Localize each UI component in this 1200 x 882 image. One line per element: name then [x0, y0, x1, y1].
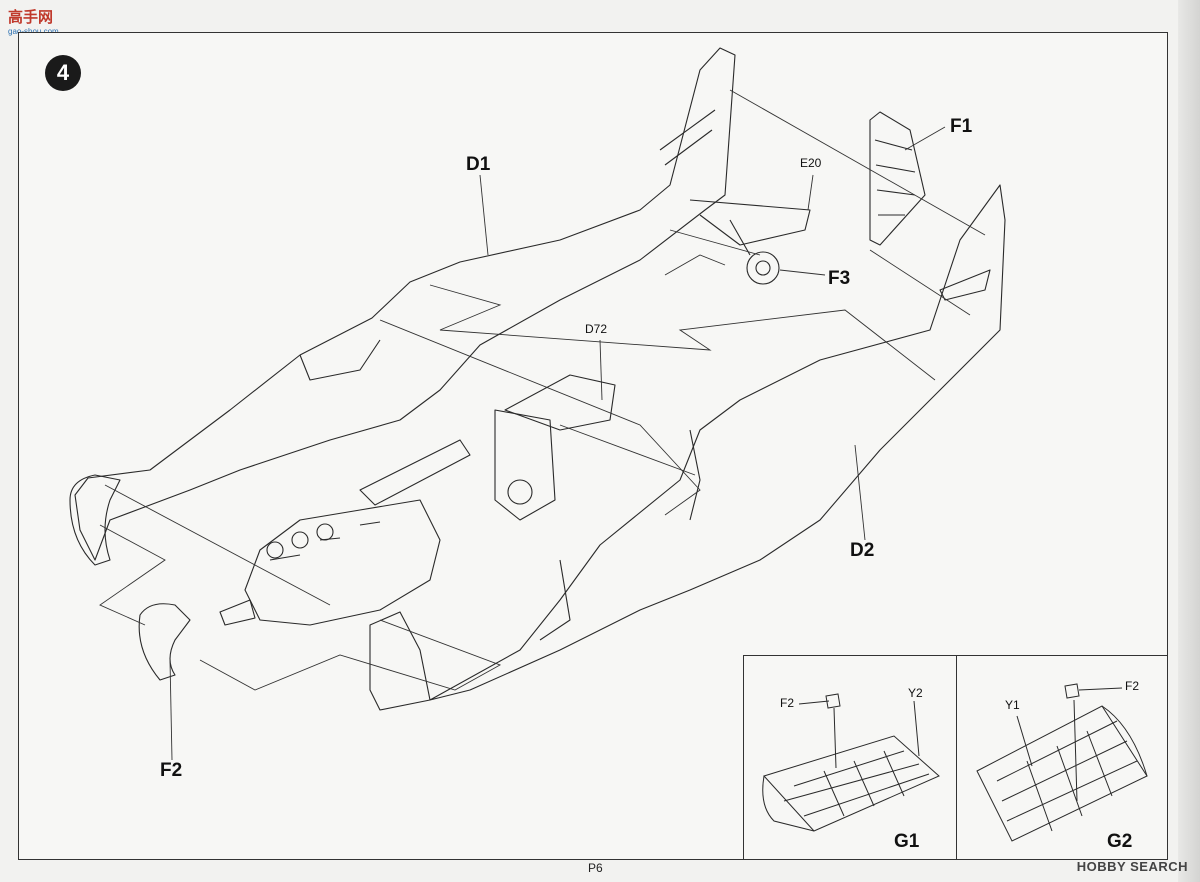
step-number-badge: 4	[45, 55, 81, 91]
part-label-d72: D72	[585, 322, 608, 336]
g2-title: G2	[1107, 831, 1133, 852]
g1-part-y2: Y2	[908, 686, 923, 700]
tail-wheel	[746, 251, 780, 285]
cockpit-floor	[504, 374, 616, 431]
inset-g2: Y1 F2 G2	[956, 655, 1168, 860]
fuselage-left-half	[74, 47, 736, 561]
page-number: P6	[588, 861, 603, 875]
part-label-f3: F3	[828, 268, 851, 289]
watermark-hobby-search: HOBBY SEARCH	[1076, 859, 1188, 874]
part-label-d1: D1	[466, 154, 491, 175]
cowling-ring	[69, 474, 121, 566]
g1-drawing	[762, 693, 940, 832]
cowling-ring-f2	[138, 603, 191, 681]
rudder	[869, 111, 926, 246]
fuselage-right-half	[369, 611, 431, 711]
g2-part-f2: F2	[1125, 679, 1140, 693]
inset-g1: F2 Y2 G1	[743, 655, 957, 860]
part-label-f2: F2	[160, 760, 183, 781]
part-label-d2: D2	[850, 540, 875, 561]
g1-title: G1	[894, 831, 920, 852]
g1-part-f2: F2	[780, 696, 795, 710]
part-label-f1: F1	[950, 116, 973, 137]
g2-part-y1: Y1	[1005, 698, 1020, 712]
g2-drawing	[976, 683, 1148, 842]
part-label-e20: E20	[800, 156, 822, 170]
watermark-logo: 高手网 gao-shou.com	[8, 9, 59, 36]
engine-block	[244, 499, 441, 626]
page-edge	[1178, 0, 1200, 882]
